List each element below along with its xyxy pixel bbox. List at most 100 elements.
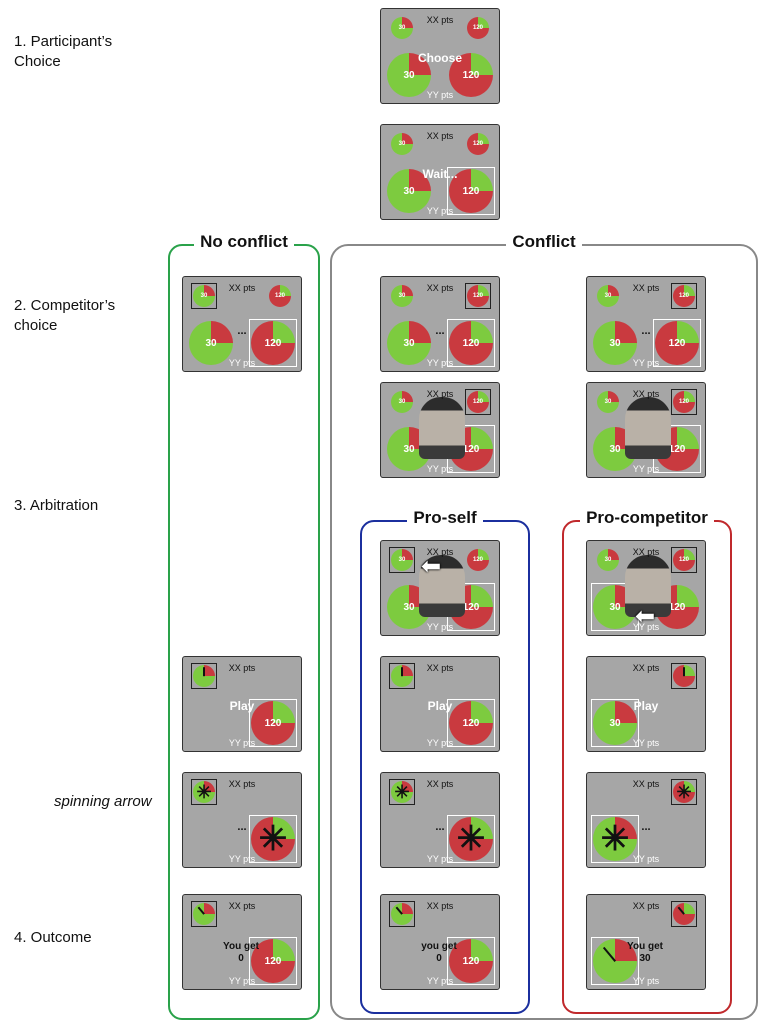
xx-points: XX pts: [632, 389, 660, 399]
xx-points: XX pts: [426, 663, 454, 673]
competitor-selection-box: [671, 547, 697, 573]
panel-face-conflict-2: 30 120 30 120 XX pts YY pts: [586, 382, 706, 478]
big-red-pie: 120: [449, 939, 493, 983]
spinning-arrow-icon: ✳: [251, 817, 295, 861]
small-red-pie: 120: [467, 133, 489, 155]
xx-points: XX pts: [228, 779, 256, 789]
xx-points: XX pts: [632, 547, 660, 557]
ellipsis: ...: [435, 821, 445, 833]
selection-box: [447, 167, 495, 215]
small-red-pie: 120: [673, 549, 695, 571]
no-conflict-group: No conflict: [168, 232, 320, 1020]
choose-text: Choose: [417, 51, 462, 65]
big-red-pie: 120: [449, 169, 493, 213]
panel-spin-pro-self: ✳ ✳ XX pts ... YY pts: [380, 772, 500, 868]
small-green-pie: 30: [391, 133, 413, 155]
big-red-pie: 120: [251, 321, 295, 365]
spinning-arrow-icon: ✳: [391, 781, 413, 803]
small-red-pie: 120: [673, 391, 695, 413]
step-4-label: 4. Outcome: [14, 929, 92, 946]
big-red-pie: 120: [655, 321, 699, 365]
play-text: Play: [229, 699, 255, 713]
xx-points: XX pts: [632, 901, 660, 911]
xx-points: XX pts: [426, 131, 454, 141]
ellipsis: ...: [641, 325, 651, 337]
selection-box: [591, 815, 639, 863]
xx-points: XX pts: [632, 283, 660, 293]
pro-self-group: Pro-self: [360, 508, 530, 1014]
ellipsis: ...: [237, 325, 247, 337]
selection-box: [249, 815, 297, 863]
ellipsis: ...: [435, 325, 445, 337]
competitor-selection-box: [671, 779, 697, 805]
competitor-selection-box: [191, 663, 217, 689]
small-green-pie: 30: [391, 285, 413, 307]
big-red-pie: 120: [449, 53, 493, 97]
selection-box: [447, 937, 495, 985]
small-green-pie: [391, 903, 413, 925]
arbiter-face-image: [419, 555, 465, 617]
big-red-pie: 120: [251, 701, 295, 745]
yy-points: YY pts: [632, 976, 660, 986]
big-green-pie: 30: [387, 169, 431, 213]
xx-points: XX pts: [228, 663, 256, 673]
competitor-selection-box: [389, 663, 415, 689]
yy-points: YY pts: [228, 738, 256, 748]
spinning-arrow-icon: ✳: [193, 781, 215, 803]
xx-points: XX pts: [426, 547, 454, 557]
panel-arbitration-pro-self: 30 120 30 120 ⬅ XX pts YY pts: [380, 540, 500, 636]
small-red-pie: 120: [673, 285, 695, 307]
panel-spin-no-conflict: ✳ ✳ XX pts ... YY pts: [182, 772, 302, 868]
yy-points: YY pts: [426, 854, 454, 864]
yy-points: YY pts: [426, 622, 454, 632]
small-green-pie: [391, 665, 413, 687]
yy-points: YY pts: [426, 358, 454, 368]
competitor-selection-box: [671, 283, 697, 309]
small-green-pie: 30: [391, 17, 413, 39]
left-arrow-icon: ⬅: [635, 603, 656, 630]
competitor-selection-box: [465, 389, 491, 415]
small-green-pie: 30: [193, 285, 215, 307]
panel-outcome-pro-self: 120 XX pts you get 0 YY pts: [380, 894, 500, 990]
pro-self-title: Pro-self: [407, 508, 483, 527]
yy-points: YY pts: [426, 464, 454, 474]
competitor-selection-box: [465, 283, 491, 309]
panel-play-pro-self: 120 XX pts Play YY pts: [380, 656, 500, 752]
panel-face-conflict-1: 30 120 30 120 XX pts YY pts: [380, 382, 500, 478]
panel-choose: 30 120 30 120 XX pts Choose YY pts: [380, 8, 500, 104]
no-conflict-title: No conflict: [194, 232, 294, 251]
arbiter-face-image: [419, 397, 465, 459]
ellipsis: ...: [237, 821, 247, 833]
selection-box: [447, 319, 495, 367]
small-green-pie: 30: [391, 549, 413, 571]
big-green-pie: 30: [593, 701, 637, 745]
xx-points: XX pts: [632, 663, 660, 673]
xx-points: XX pts: [426, 15, 454, 25]
outcome-text: You get 0: [223, 941, 259, 964]
selection-box: [653, 319, 701, 367]
yy-points: YY pts: [632, 854, 660, 864]
big-green-pie: 30: [387, 53, 431, 97]
yy-points: YY pts: [426, 976, 454, 986]
big-green-pie: 30: [189, 321, 233, 365]
pro-competitor-group: Pro-competitor: [562, 508, 732, 1014]
arbiter-selection-box: [389, 547, 415, 573]
small-red-pie: [673, 665, 695, 687]
panel-spin-pro-competitor: ✳ ✳ XX pts ... YY pts: [586, 772, 706, 868]
yy-points: YY pts: [228, 854, 256, 864]
big-red-pie: 120: [449, 701, 493, 745]
panel-competitor-conflict-2: 30 120 30 120 XX pts ... YY pts: [586, 276, 706, 372]
selection-box: [591, 937, 639, 985]
yy-points: YY pts: [632, 738, 660, 748]
selection-box: [591, 699, 639, 747]
competitor-selection-box: [671, 901, 697, 927]
small-green-pie: [193, 903, 215, 925]
selection-box: [249, 699, 297, 747]
panel-outcome-pro-competitor: XX pts You get 30 YY pts: [586, 894, 706, 990]
conflict-title: Conflict: [506, 232, 582, 251]
small-green-pie: 30: [597, 391, 619, 413]
xx-points: XX pts: [426, 901, 454, 911]
step-3-label: 3. Arbitration: [14, 497, 99, 514]
panel-competitor-conflict-1: 30 120 30 120 XX pts ... YY pts: [380, 276, 500, 372]
big-red-pie: 120: [251, 939, 295, 983]
